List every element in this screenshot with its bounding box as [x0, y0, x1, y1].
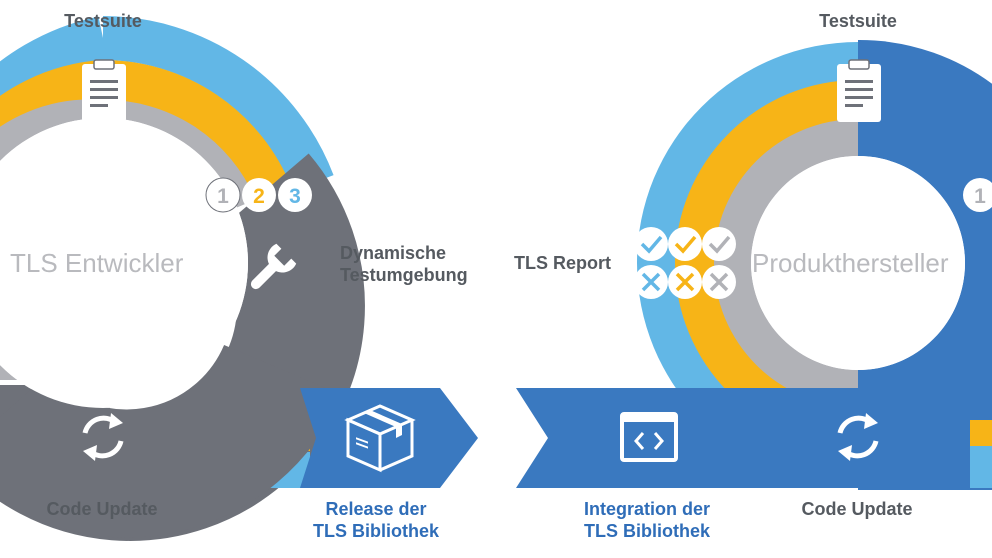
release-label: Release der TLS Bibliothek [296, 498, 456, 542]
right-update-label: Code Update [801, 499, 913, 519]
clipboard-icon [837, 59, 881, 122]
report-badges [634, 227, 736, 299]
release-line2: TLS Bibliothek [313, 521, 439, 541]
left-yellow-ring [102, 60, 292, 203]
right-suite-label: Testsuite [819, 11, 897, 31]
release-arrow [300, 388, 478, 488]
refresh-icon [837, 413, 879, 461]
left-blue-ring [102, 16, 334, 192]
badge-right-1: 1 [974, 185, 986, 208]
left-number-badges: 1 2 3 [205, 177, 312, 213]
env-label: Dynamische Testumgebung [340, 242, 468, 286]
badge-3: 3 [289, 185, 301, 208]
package-icon [344, 404, 416, 473]
refresh-icon [82, 413, 124, 461]
right-number-badge: 1 [963, 178, 992, 212]
integration-label: Integration der TLS Bibliothek [562, 498, 732, 542]
check-icon [674, 235, 697, 254]
env-label-line1: Dynamische [340, 243, 447, 263]
report-label: TLS Report [514, 253, 611, 273]
clipboard-icon [82, 59, 126, 122]
left-update-label: Code Update [46, 499, 158, 519]
badge-1: 1 [217, 185, 229, 208]
env-label-line2: Testumgebung [340, 265, 468, 285]
integration-line2: TLS Bibliothek [584, 521, 710, 541]
integration-line1: Integration der [583, 499, 710, 519]
left-cycle [0, 16, 478, 541]
cross-icon [641, 272, 661, 292]
code-window-icon [620, 412, 678, 462]
left-suite-label: Testsuite [64, 11, 142, 31]
check-icon [640, 235, 663, 254]
right-center-label: Produkthersteller [752, 248, 949, 278]
integration-arrow [516, 388, 860, 488]
cross-icon [709, 272, 729, 292]
cross-icon [675, 272, 695, 292]
check-icon [708, 235, 731, 254]
release-line1: Release der [325, 499, 427, 519]
left-center-label: TLS Entwickler [10, 248, 184, 278]
badge-2: 2 [253, 185, 265, 208]
wrench-icon [250, 243, 297, 290]
